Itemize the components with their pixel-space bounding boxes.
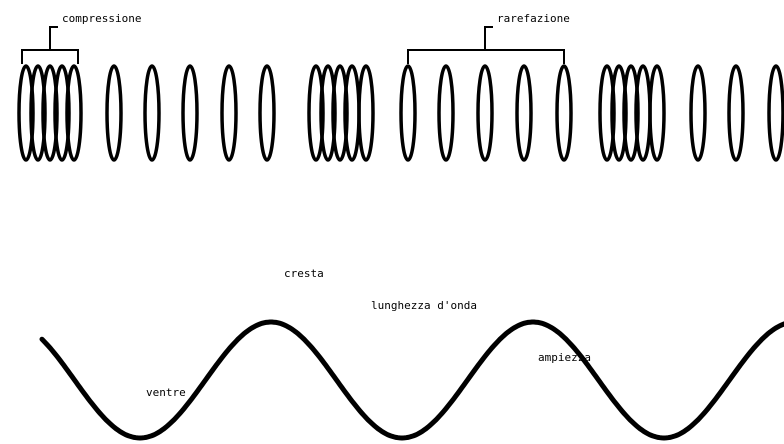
ring — [729, 66, 743, 160]
ring — [183, 66, 197, 160]
transverse-wave — [42, 322, 784, 438]
rarefaction-label: rarefazione — [497, 13, 570, 25]
compression-bracket — [22, 27, 78, 64]
ring — [650, 66, 664, 160]
rarefaction-bracket — [408, 27, 564, 64]
ring — [691, 66, 705, 160]
longitudinal-wave — [19, 66, 783, 160]
ring — [222, 66, 236, 160]
crest-label: cresta — [284, 268, 324, 280]
ring — [557, 66, 571, 160]
ring — [478, 66, 492, 160]
ring — [145, 66, 159, 160]
compression-label: compressione — [62, 13, 141, 25]
ring — [359, 66, 373, 160]
trough-label: ventre — [146, 387, 186, 399]
ring — [107, 66, 121, 160]
ring — [439, 66, 453, 160]
ring — [517, 66, 531, 160]
ring — [401, 66, 415, 160]
amplitude-label: ampiezza — [538, 352, 591, 364]
ring — [769, 66, 783, 160]
wavelength-label: lunghezza d'onda — [371, 300, 477, 312]
ring — [260, 66, 274, 160]
